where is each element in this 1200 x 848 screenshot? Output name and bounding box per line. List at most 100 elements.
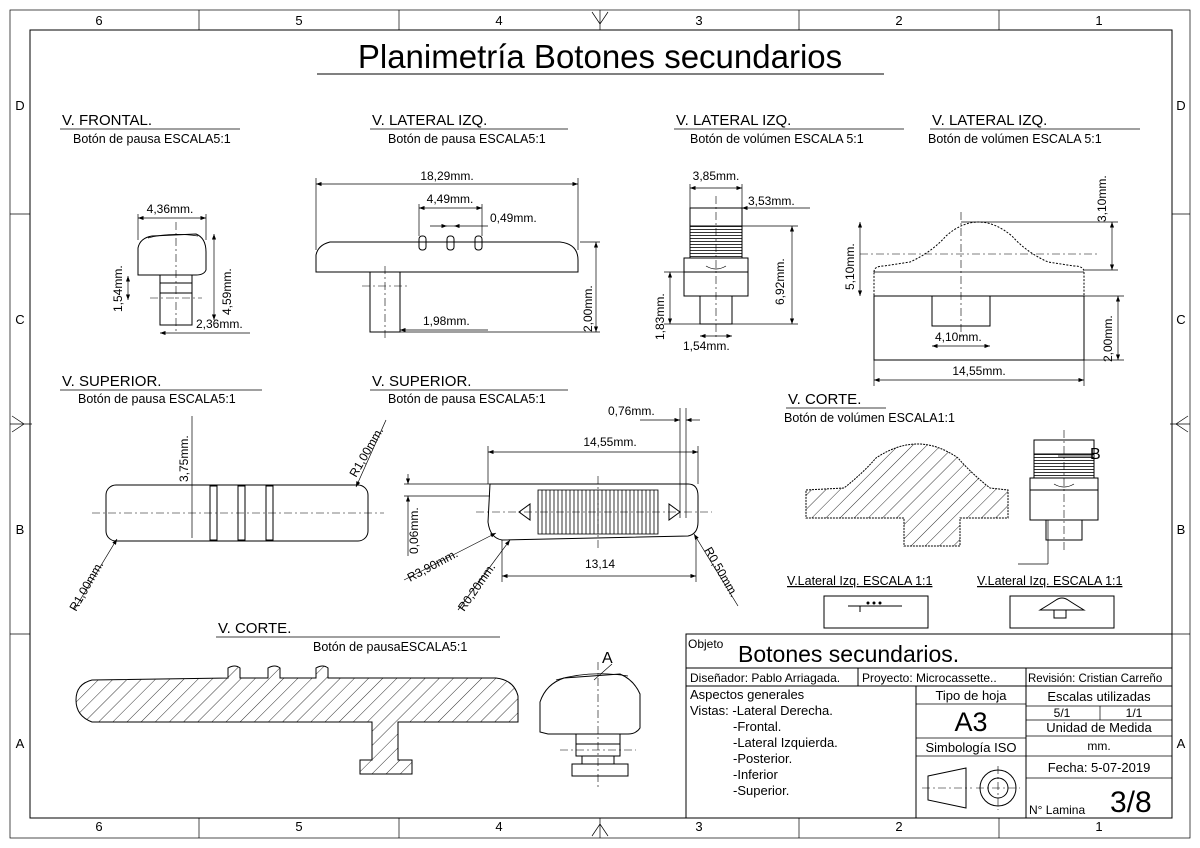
- mini-view-label: V.Lateral Izq. ESCALA 1:1: [787, 574, 933, 588]
- dim-label: 3,85mm.: [693, 169, 740, 183]
- lamina-value: 3/8: [1110, 786, 1152, 819]
- view-title: V. LATERAL IZQ.: [676, 112, 791, 129]
- col-label-bot-1: 1: [1095, 819, 1102, 834]
- col-label-bot-5: 5: [295, 819, 302, 834]
- col-label-top-6: 6: [95, 13, 102, 28]
- project: Proyecto: Microcassette..: [862, 671, 997, 685]
- view-superior-volumen: V. SUPERIOR. Botón de pausa ESCALA5:1 14…: [370, 373, 741, 614]
- view-lateral-izq-pausa: V. LATERAL IZQ. Botón de pausa ESCALA5:1…: [315, 112, 600, 340]
- vistas-line: -Lateral Izquierda.: [733, 735, 838, 750]
- dim-label: 1,54mm.: [111, 265, 125, 312]
- designer: Diseñador: Pablo Arriagada.: [690, 671, 840, 685]
- fecha: Fecha: 5-07-2019: [1048, 760, 1151, 775]
- view-subtitle: Botón de volúmen ESCALA 5:1: [928, 132, 1102, 146]
- view-title: V. LATERAL IZQ.: [932, 112, 1047, 129]
- simbologia-label: Simbología ISO: [925, 740, 1016, 755]
- col-label-bot-2: 2: [895, 819, 902, 834]
- dim-label: 0,49mm.: [490, 211, 537, 225]
- view-title: V. SUPERIOR.: [62, 373, 161, 390]
- dim-label: 1,54mm.: [683, 339, 730, 353]
- col-label-bot-4: 4: [495, 819, 502, 834]
- row-label-right-b: B: [1177, 522, 1186, 537]
- dim-label: 4,49mm.: [427, 192, 474, 206]
- mini-view-label: V.Lateral Izq. ESCALA 1:1: [977, 574, 1123, 588]
- col-label-bot-3: 3: [695, 819, 702, 834]
- view-subtitle: Botón de pausa ESCALA5:1: [388, 132, 546, 146]
- dim-label: 3,53mm.: [748, 194, 795, 208]
- iso-projection-symbol: [927, 767, 967, 809]
- view-superior-pausa: V. SUPERIOR. Botón de pausa ESCALA5:1 3,…: [60, 373, 387, 614]
- dim-label: 2,00mm.: [581, 285, 595, 332]
- col-label-bot-6: 6: [95, 819, 102, 834]
- col-label-top-2: 2: [895, 13, 902, 28]
- vistas-line: -Inferior: [733, 767, 778, 782]
- col-label-top-3: 3: [695, 13, 702, 28]
- lamina-label: N° Lamina: [1029, 803, 1085, 817]
- col-label-top-4: 4: [495, 13, 502, 28]
- view-frontal: V. FRONTAL. Botón de pausa ESCALA5:1 4,3…: [60, 112, 250, 336]
- section-marker-a: A: [602, 650, 613, 667]
- dim-label: 4,59mm.: [220, 268, 234, 315]
- dim-label: 3,10mm.: [1095, 175, 1109, 222]
- unidad-value: mm.: [1087, 739, 1110, 753]
- objeto-label: Objeto: [688, 637, 724, 651]
- vistas-line: Vistas: -Lateral Derecha.: [690, 703, 833, 718]
- page-title: Planimetría Botones secundarios: [358, 38, 842, 75]
- view-title: V. FRONTAL.: [62, 112, 152, 129]
- aspectos-label: Aspectos generales: [690, 687, 805, 702]
- dim-label: R0,20mm.: [455, 560, 498, 613]
- col-label-top-1: 1: [1095, 13, 1102, 28]
- row-label-left-d: D: [15, 98, 24, 113]
- escala-value: 5/1: [1054, 706, 1071, 720]
- view-corte-volumen: V. CORTE. Botón de volúmen ESCALA1:1 B: [784, 391, 1101, 565]
- dim-label: 13,14: [585, 557, 615, 571]
- view-corte-pausa: V. CORTE. Botón de pausaESCALA5:1 A: [75, 620, 641, 788]
- row-label-right-d: D: [1176, 98, 1185, 113]
- dim-label: 14,55mm.: [583, 435, 636, 449]
- dim-label: R1,00mm.: [66, 559, 106, 614]
- grid-ticks: [10, 10, 1190, 838]
- view-lateral-izq-volumen-large: V. LATERAL IZQ. Botón de volúmen ESCALA …: [843, 112, 1140, 386]
- section-marker-b: B: [1090, 446, 1101, 463]
- dim-label: 3,75mm.: [177, 435, 191, 482]
- dim-label: 6,92mm.: [773, 258, 787, 305]
- objeto-value: Botones secundarios.: [738, 641, 959, 667]
- row-label-left-b: B: [16, 522, 25, 537]
- dim-label: 5,10mm.: [843, 243, 857, 290]
- escala-value: 1/1: [1126, 706, 1143, 720]
- vistas-line: -Posterior.: [733, 751, 792, 766]
- row-label-right-a: A: [1177, 736, 1186, 751]
- view-title: V. CORTE.: [788, 391, 861, 408]
- dim-label: R1,00mm.: [346, 425, 386, 480]
- view-subtitle: Botón de volúmen ESCALA1:1: [784, 411, 955, 425]
- dim-label: 0,76mm.: [608, 404, 655, 418]
- view-title: V. LATERAL IZQ.: [372, 112, 487, 129]
- dim-label: 4,36mm.: [147, 202, 194, 216]
- view-subtitle: Botón de volúmen ESCALA 5:1: [690, 132, 864, 146]
- dim-label: R0,50mm.: [701, 545, 741, 600]
- view-subtitle: Botón de pausa ESCALA5:1: [388, 392, 546, 406]
- row-label-left-c: C: [15, 312, 24, 327]
- mini-views: V.Lateral Izq. ESCALA 1:1 V.Lateral Izq.…: [787, 574, 1123, 629]
- row-label-left-a: A: [16, 736, 25, 751]
- dim-label: 4,10mm.: [935, 330, 982, 344]
- view-lateral-izq-volumen: V. LATERAL IZQ. Botón de volúmen ESCALA …: [653, 112, 904, 353]
- view-title: V. SUPERIOR.: [372, 373, 471, 390]
- view-subtitle: Botón de pausa ESCALA5:1: [73, 132, 231, 146]
- view-subtitle: Botón de pausa ESCALA5:1: [78, 392, 236, 406]
- tipo-hoja-label: Tipo de hoja: [935, 688, 1007, 703]
- view-subtitle: Botón de pausaESCALA5:1: [313, 640, 467, 654]
- dim-label: 1,83mm.: [653, 293, 667, 340]
- dim-label: 1,98mm.: [423, 314, 470, 328]
- tipo-hoja-value: A3: [954, 707, 987, 737]
- escalas-label: Escalas utilizadas: [1047, 689, 1151, 704]
- dim-label: 0,06mm.: [407, 507, 421, 554]
- unidad-label: Unidad de Medida: [1046, 720, 1152, 735]
- dim-label: 2,36mm.: [196, 317, 243, 331]
- vistas-line: -Frontal.: [733, 719, 781, 734]
- col-label-top-5: 5: [295, 13, 302, 28]
- row-label-right-c: C: [1176, 312, 1185, 327]
- dim-label: 14,55mm.: [952, 364, 1005, 378]
- vistas-line: -Superior.: [733, 783, 789, 798]
